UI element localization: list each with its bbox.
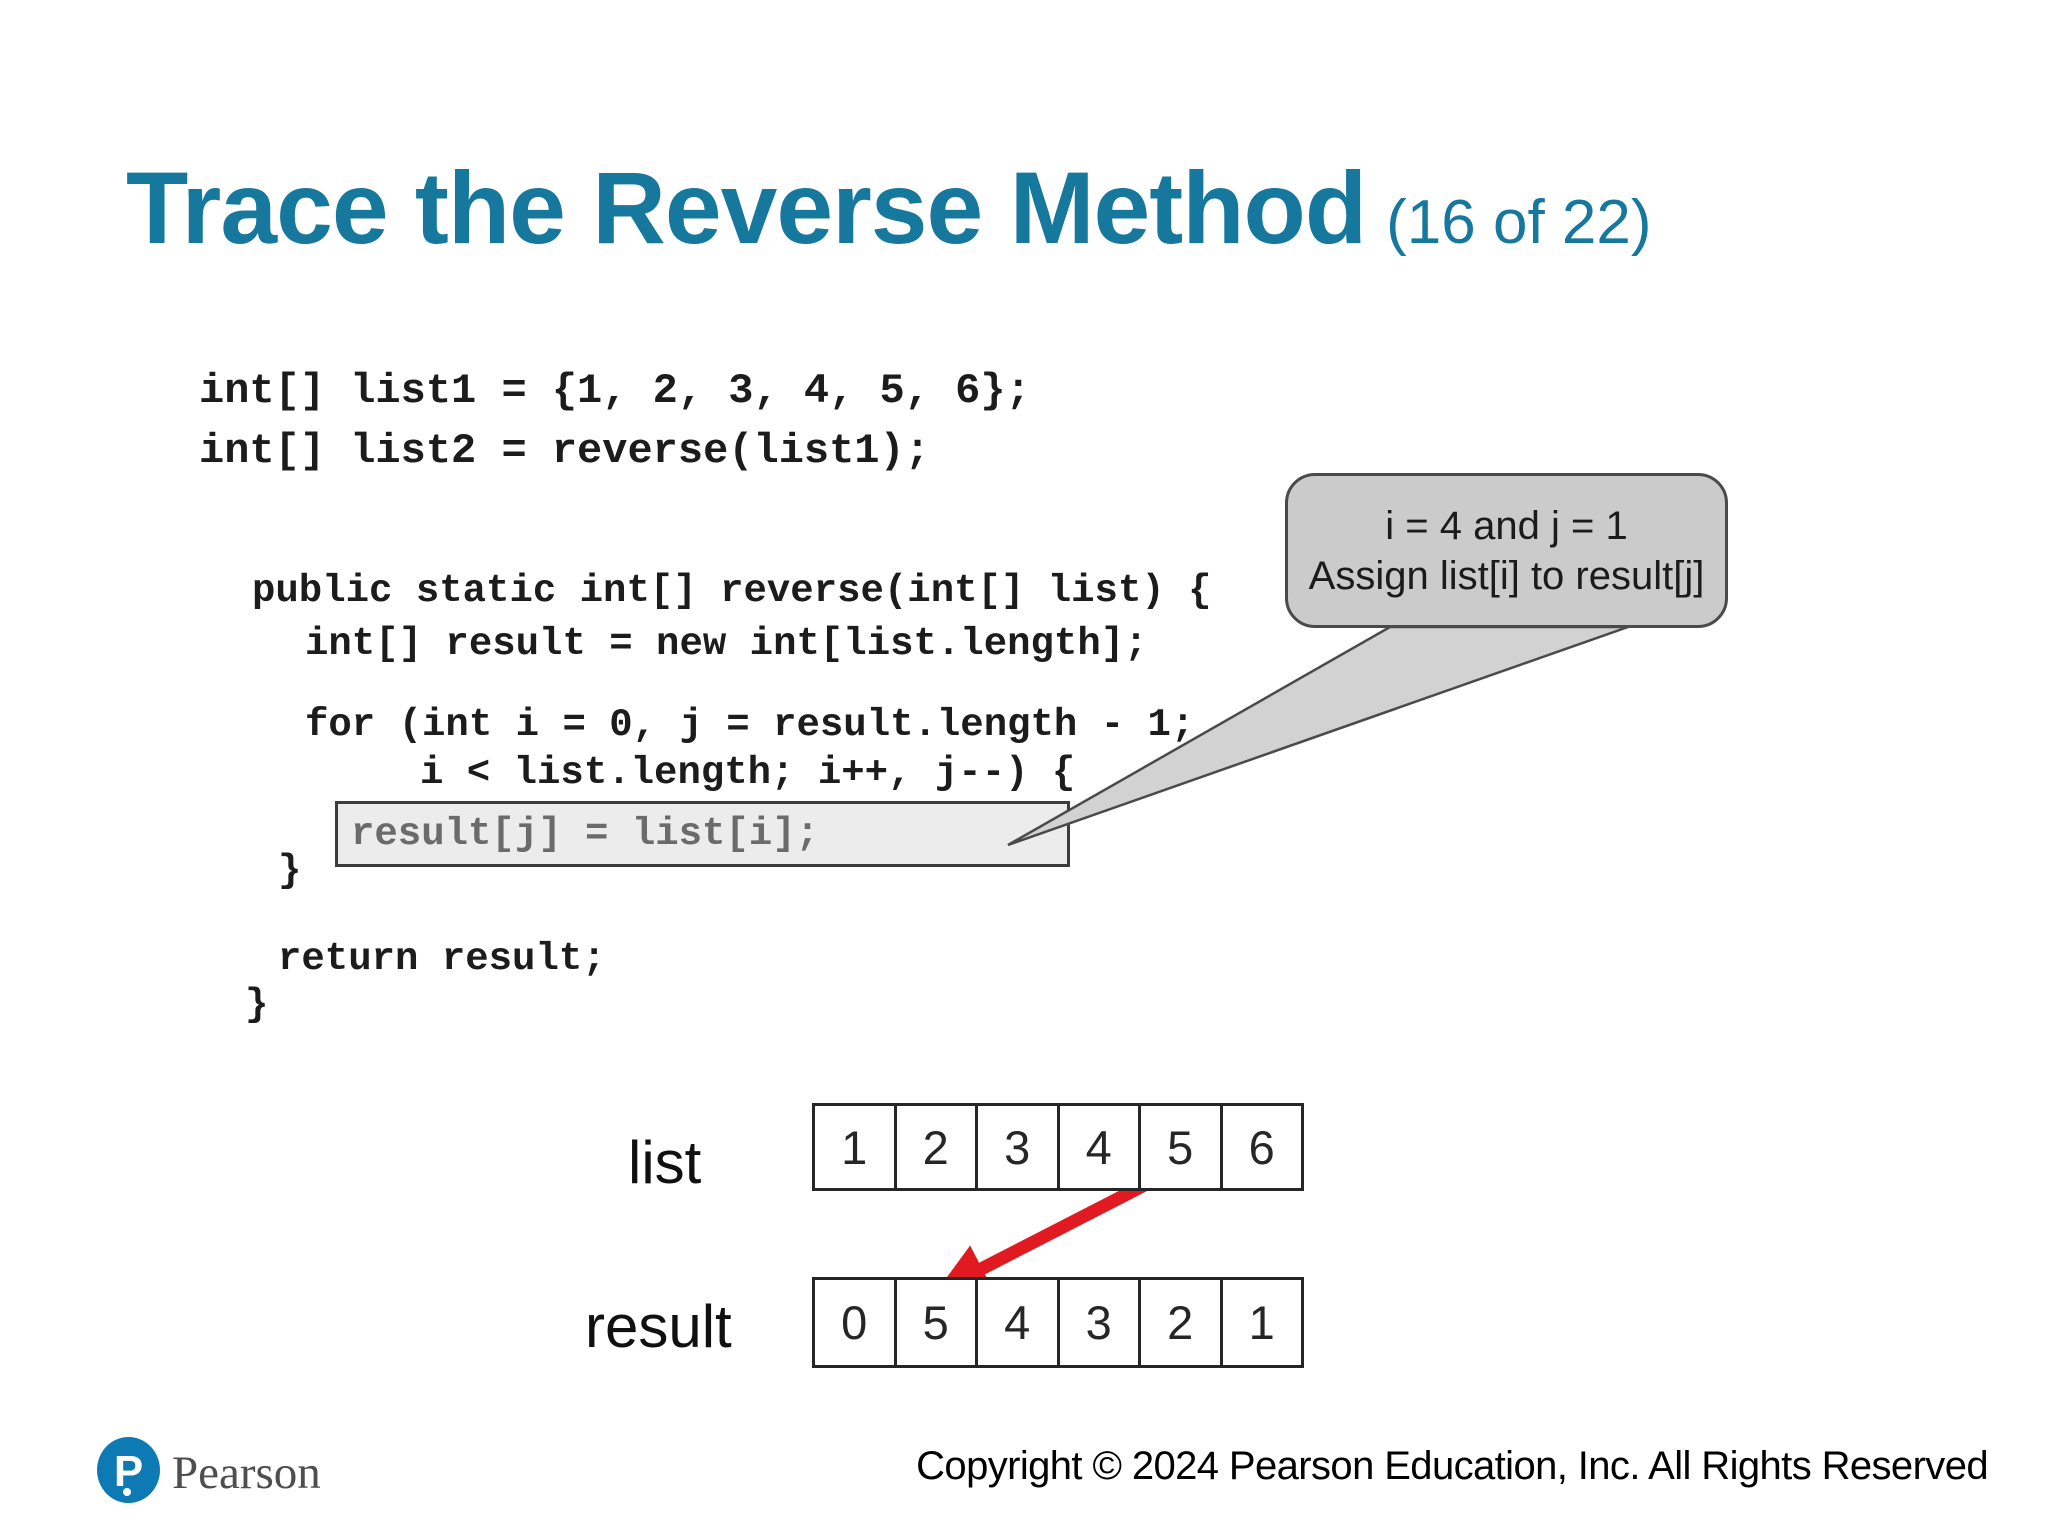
list-array: 1 2 3 4 5 6 bbox=[812, 1103, 1304, 1191]
list-array-label: list bbox=[628, 1129, 702, 1196]
code-line-list1: int[] list1 = {1, 2, 3, 4, 5, 6}; bbox=[199, 367, 1031, 415]
result-cell-4: 2 bbox=[1138, 1280, 1220, 1365]
pearson-logo-wordmark: Pearson bbox=[172, 1447, 321, 1499]
list-cell-5: 6 bbox=[1219, 1106, 1302, 1188]
list-cell-2: 3 bbox=[975, 1106, 1057, 1188]
pearson-logo-p: P bbox=[113, 1447, 144, 1496]
page-title: Trace the Reverse Method bbox=[126, 151, 1367, 265]
result-array: 0 5 4 3 2 1 bbox=[812, 1277, 1304, 1368]
result-cell-1: 5 bbox=[893, 1280, 976, 1365]
code-line-method-signature: public static int[] reverse(int[] list) … bbox=[252, 569, 1212, 613]
code-line-close-outer: } bbox=[245, 983, 269, 1027]
list-cell-3: 4 bbox=[1056, 1106, 1139, 1188]
code-line-new-array: int[] result = new int[list.length]; bbox=[305, 622, 1148, 666]
callout-bubble: i = 4 and j = 1 Assign list[i] to result… bbox=[1285, 473, 1728, 628]
result-cell-0: 0 bbox=[841, 1296, 868, 1349]
pearson-logo-dot bbox=[123, 1488, 131, 1496]
list-cell-4: 5 bbox=[1138, 1106, 1220, 1188]
copyright-text: Copyright © 2024 Pearson Education, Inc.… bbox=[916, 1444, 1988, 1488]
code-line-for-init: for (int i = 0, j = result.length - 1; bbox=[305, 703, 1195, 747]
list-cell-0: 1 bbox=[841, 1120, 868, 1174]
page-title-suffix: (16 of 22) bbox=[1386, 188, 1652, 257]
result-cell-5: 1 bbox=[1219, 1280, 1302, 1365]
code-line-for-cond: i < list.length; i++, j--) { bbox=[420, 751, 1076, 795]
code-line-close-inner: } bbox=[278, 849, 302, 893]
list-cell-1: 2 bbox=[893, 1106, 976, 1188]
code-line-list2: int[] list2 = reverse(list1); bbox=[199, 427, 930, 475]
code-line-return: return result; bbox=[278, 937, 606, 981]
title-row: Trace the Reverse Method (16 of 22) bbox=[126, 150, 1652, 267]
pearson-logo-icon: P bbox=[97, 1437, 160, 1503]
callout-line-1: i = 4 and j = 1 bbox=[1385, 503, 1628, 548]
highlighted-statement: result[j] = list[i]; bbox=[351, 812, 820, 856]
result-cell-3: 3 bbox=[1056, 1280, 1139, 1365]
result-cell-2: 4 bbox=[975, 1280, 1057, 1365]
highlighted-statement-box: result[j] = list[i]; bbox=[335, 801, 1070, 867]
result-array-label: result bbox=[585, 1293, 732, 1360]
callout-line-2: Assign list[i] to result[j] bbox=[1308, 553, 1705, 598]
